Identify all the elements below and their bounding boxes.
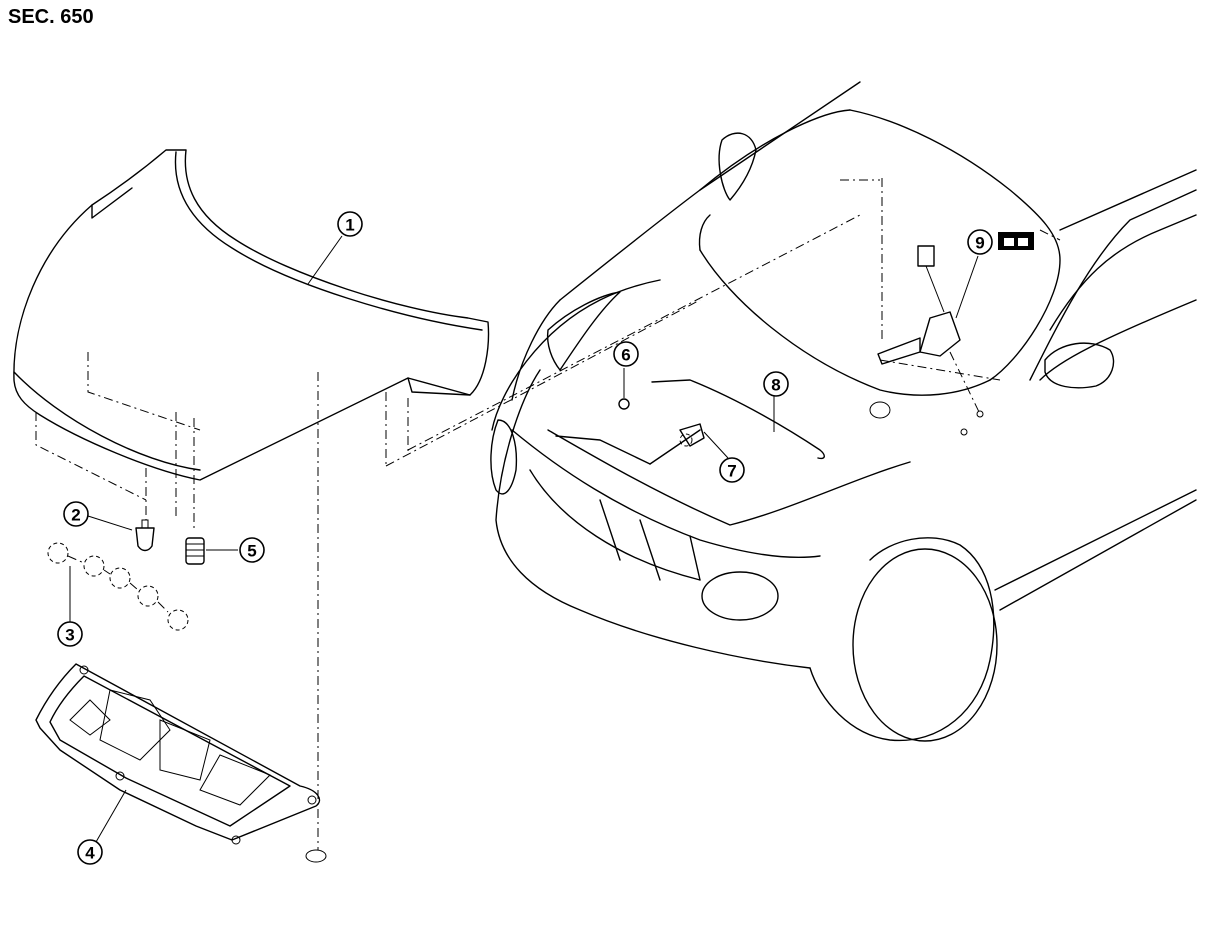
- callout-9-label: 9: [975, 234, 984, 253]
- callout-5: 5: [239, 537, 265, 563]
- callout-6-label: 6: [621, 346, 630, 365]
- hood-insulator-clips: [47, 542, 189, 631]
- callout-4: 4: [77, 839, 103, 865]
- support-rod-clip: [679, 423, 705, 447]
- hood-spring-stopper: [185, 537, 205, 565]
- hood-insulator: [35, 663, 321, 845]
- grommet-clip: [305, 849, 327, 863]
- hood-panel: [13, 149, 490, 481]
- callout-2: 2: [63, 501, 89, 527]
- callout-8-label: 8: [771, 376, 780, 395]
- callout-5-label: 5: [247, 542, 256, 561]
- section-title: SEC. 650: [8, 6, 94, 28]
- callout-8: 8: [763, 371, 789, 397]
- hood-lock-assembly: [869, 245, 984, 436]
- callout-6: 6: [613, 341, 639, 367]
- callout-1: 1: [337, 211, 363, 237]
- hood-outline-dashed: [35, 352, 319, 850]
- vehicle-body: [385, 81, 1197, 742]
- callout-7: 7: [719, 457, 745, 483]
- callout-2-label: 2: [71, 506, 80, 525]
- callout-3: 3: [57, 621, 83, 647]
- callout-3-label: 3: [65, 626, 74, 645]
- torque-table-icon: [998, 232, 1034, 250]
- hood-bumper-rubber: [135, 519, 155, 552]
- callout-9: 9: [967, 229, 993, 255]
- callout-7-label: 7: [727, 462, 736, 481]
- callout-leaders: [69, 235, 979, 843]
- callout-4-label: 4: [85, 844, 95, 863]
- callout-1-label: 1: [345, 216, 354, 235]
